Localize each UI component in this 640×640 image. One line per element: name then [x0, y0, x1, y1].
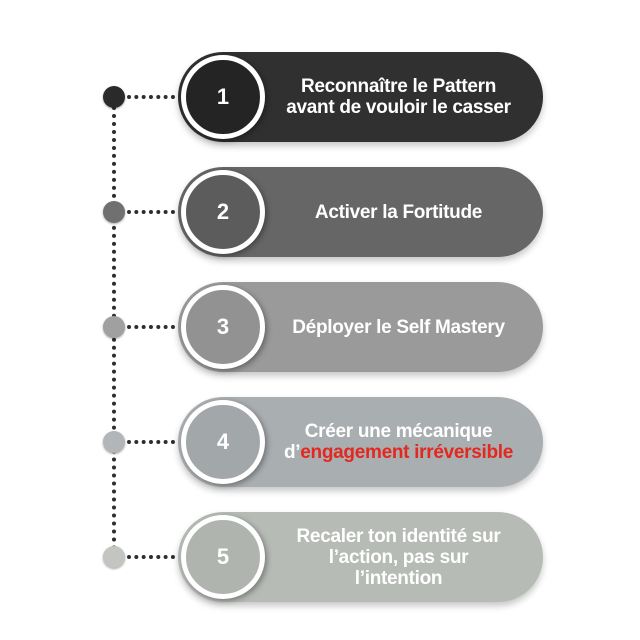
- step-5-number-badge: 5: [181, 515, 265, 599]
- step-3-node-dot: [103, 316, 125, 338]
- step-1-number: 1: [216, 84, 230, 109]
- step-5-label-line-3: l’intention: [354, 567, 443, 589]
- step-2-dotted-connector: [127, 210, 175, 214]
- step-5-dotted-connector: [127, 555, 175, 559]
- step-3-dotted-connector: [127, 325, 175, 329]
- step-1-pill: 1 Reconnaître le Pattern avant de vouloi…: [178, 52, 543, 142]
- step-5-label: Recaler ton identité sur l’action, pas s…: [270, 512, 527, 602]
- step-2-node-dot: [103, 201, 125, 223]
- step-4-number-badge: 4: [181, 400, 265, 484]
- step-3-number: 3: [216, 314, 230, 339]
- step-2-number-badge: 2: [181, 170, 265, 254]
- step-1-label: Reconnaître le Pattern avant de vouloir …: [270, 52, 527, 142]
- step-5-node-dot: [103, 546, 125, 568]
- step-1-number-badge: 1: [181, 55, 265, 139]
- step-4-dotted-connector: [127, 440, 175, 444]
- step-5-label-line-2: l’action, pas sur: [328, 546, 469, 568]
- step-5-label-line-1: Recaler ton identité sur: [296, 525, 501, 547]
- step-1-node-dot: [103, 86, 125, 108]
- step-3-label: Déployer le Self Mastery: [270, 282, 527, 372]
- step-4-label-line-1: Créer une mécanique: [304, 421, 493, 442]
- step-4-pill: 4 Créer une mécanique d’engagement irrév…: [178, 397, 543, 487]
- step-4-label-highlight: engagement irréversible: [300, 442, 514, 463]
- step-1-label-line-2: avant de vouloir le casser: [286, 97, 511, 118]
- step-4-node-dot: [103, 431, 125, 453]
- step-1-label-line-1: Reconnaître le Pattern: [300, 76, 497, 97]
- step-4-number: 4: [216, 429, 230, 454]
- step-2-label-line-1: Activer la Fortitude: [314, 201, 483, 223]
- step-2-label: Activer la Fortitude: [270, 167, 527, 257]
- step-5-number: 5: [216, 544, 230, 569]
- step-3-pill: 3 Déployer le Self Mastery: [178, 282, 543, 372]
- step-4-label-prefix: d’: [283, 442, 301, 463]
- step-3-number-badge: 3: [181, 285, 265, 369]
- step-3-label-line-1: Déployer le Self Mastery: [292, 316, 505, 338]
- step-4-label-line-2: d’engagement irréversible: [284, 442, 513, 463]
- step-2-number: 2: [216, 199, 230, 224]
- step-1-dotted-connector: [127, 95, 175, 99]
- step-4-label: Créer une mécanique d’engagement irréver…: [270, 397, 527, 487]
- step-2-pill: 2 Activer la Fortitude: [178, 167, 543, 257]
- step-5-pill: 5 Recaler ton identité sur l’action, pas…: [178, 512, 543, 602]
